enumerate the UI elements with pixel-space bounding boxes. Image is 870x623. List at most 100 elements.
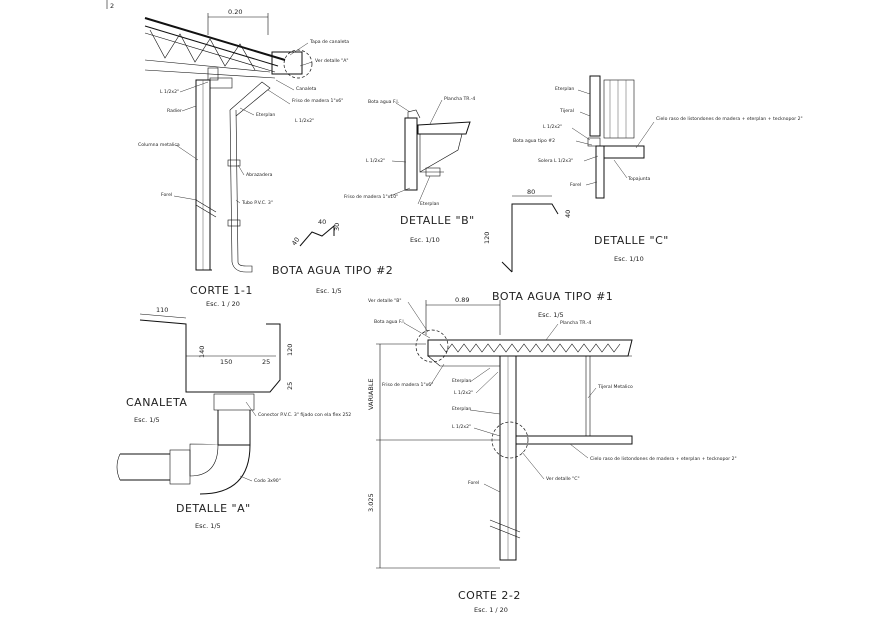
lbl-ver-detalle-a: Ver detalle "A" [315, 58, 349, 64]
lbl-columna: Columna metalica [138, 142, 180, 148]
leader-c2-forel [483, 483, 501, 493]
lbl-b-eterplan: Eterplan [420, 201, 439, 207]
corte2-cielo [515, 435, 633, 445]
detalle-c-l [587, 137, 601, 147]
bota-agua-1-title: BOTA AGUA TIPO #1 [492, 290, 613, 303]
leader-detalle-a [299, 61, 313, 67]
detalle-a-coupling [169, 449, 191, 485]
detalle-c-forel [595, 145, 605, 199]
bota-agua-2: 40 30 40 BOTA AGUA TIPO #2 Esc. 1/5 [272, 218, 393, 295]
corte2-break-1 [489, 519, 521, 533]
leader-a-codo [239, 475, 253, 482]
leader-eternit [239, 107, 255, 116]
lbl-forel: Forel [161, 192, 172, 198]
lbl-c-bota: Bota agua tipo #2 [513, 138, 555, 144]
leader-c-solera [583, 155, 599, 162]
detalle-b: Bota agua F.l. Plancha TR.-4 L 1/2x2" Fr… [344, 96, 475, 244]
abrazadera-2 [227, 219, 241, 227]
detalle-a-pipe-vertical [217, 410, 251, 446]
bota-agua-1-tip [501, 261, 513, 273]
leader-c-forel [585, 181, 598, 186]
lbl-c2-ver-detalle-b: Ver detalle "B" [368, 298, 402, 304]
abrazadera-1 [227, 159, 241, 167]
lbl-eternit: Eterplan [256, 112, 275, 118]
lbl-b-plancha: Plancha TR.-4 [444, 96, 475, 102]
bota-agua-2-scale: Esc. 1/5 [316, 287, 342, 295]
corte2-break-2 [489, 525, 521, 539]
detalle-b-plancha [417, 121, 471, 135]
dim-40b: 40 [290, 236, 301, 247]
dim-3025: 3.025 [367, 493, 375, 512]
leader-columna [175, 144, 199, 161]
leader-b-friso [389, 187, 411, 197]
break-line-2 [195, 204, 217, 218]
lbl-l-bottom: L 1/2x2" [295, 118, 314, 124]
dim-variable: VARIABLE [367, 378, 375, 410]
sheet-mark: 2 [110, 2, 114, 10]
lbl-canaleta: Canaleta [296, 86, 317, 92]
lbl-c2-cielo: Cielo raso de listondones de madera + et… [590, 456, 737, 462]
detalle-b-post [404, 117, 418, 191]
leader-b-bota [395, 102, 411, 113]
dim-150: 150 [220, 358, 232, 366]
lbl-l-top: L 1/2x2" [160, 89, 179, 95]
bota-agua-1: 80 40 120 BOTA AGUA TIPO #1 Esc. 1/5 [483, 188, 613, 319]
lbl-c-eterplan: Eterplan [555, 86, 574, 92]
detalle-a-elbow [199, 444, 251, 495]
detalle-c-wall [603, 79, 635, 139]
canaleta-section: 110 140 150 25 120 25 CANALETA Esc. 1/5 [126, 306, 294, 424]
lbl-c-l: L 1/2x2" [543, 124, 562, 130]
lbl-c2-eterplan2: Eterplan [452, 406, 471, 412]
column-cap [207, 67, 219, 81]
leader-c2-plancha [545, 323, 559, 341]
detalle-a-scale: Esc. 1/5 [195, 522, 221, 530]
detalle-c-title: DETALLE "C" [594, 234, 669, 247]
leader-c2-friso [429, 363, 445, 387]
leader-c-cielo [635, 121, 655, 149]
bota-agua-2-title: BOTA AGUA TIPO #2 [272, 264, 393, 277]
roof-underside [144, 25, 279, 67]
leader-c-bota [575, 140, 593, 146]
canaleta-scale: Esc. 1/5 [134, 416, 160, 424]
canaleta-title: CANALETA [126, 396, 187, 409]
lbl-c2-tijeral: Tijeral Metalico [597, 384, 633, 390]
lbl-c-cielo: Cielo raso de listondones de madera + et… [656, 116, 803, 122]
detalle-b-l [425, 167, 441, 177]
dim-80: 80 [527, 188, 535, 196]
detalle-c-scale: Esc. 1/10 [614, 255, 644, 263]
leader-c-topajunta [613, 159, 628, 179]
tubo-elbow [231, 261, 253, 273]
bota-agua-2-profile [299, 224, 335, 247]
corte-1-1-title: CORTE 1-1 [190, 284, 253, 297]
dim-40a: 40 [318, 218, 326, 226]
leader-abrazadera [237, 164, 245, 176]
detalle-a-title: DETALLE "A" [176, 502, 251, 515]
leader-c2-l-top [475, 371, 499, 394]
leader-friso [267, 89, 291, 105]
leader-tubo [235, 199, 241, 204]
corte-1-1-scale: Esc. 1 / 20 [206, 300, 240, 308]
lbl-abrazadera: Abrazadera [246, 172, 273, 178]
detalle-b-bota [407, 109, 421, 119]
leader-c2-eterplan2 [469, 409, 501, 415]
lbl-c-forel: Forel [570, 182, 581, 188]
detalle-a-horizontal [120, 453, 170, 481]
lbl-radier: Radier [167, 108, 182, 114]
leader-c2-l-bottom [473, 427, 501, 437]
detalle-b-title: DETALLE "B" [400, 214, 475, 227]
dim-110: 110 [156, 306, 168, 314]
canaleta-shape [271, 51, 303, 75]
leader-c-tijeral [579, 111, 591, 117]
lbl-friso: Friso de madera 1"x6" [292, 98, 343, 104]
detalle-a-break [116, 453, 121, 481]
detalle-b-scale: Esc. 1/10 [410, 236, 440, 244]
corte-2-2: 0.89 VARIABLE 3.025 Ver detalle "B" Bota… [367, 296, 737, 614]
lbl-c2-bota-agua: Bota agua F.l. [374, 319, 405, 325]
leader-radier [181, 105, 197, 112]
dim-25b: 25 [286, 382, 294, 390]
leader-l-top [179, 81, 209, 93]
dim-30: 30 [333, 223, 341, 231]
roof-purlin [144, 32, 276, 73]
detalle-c-tijeral [589, 75, 601, 137]
